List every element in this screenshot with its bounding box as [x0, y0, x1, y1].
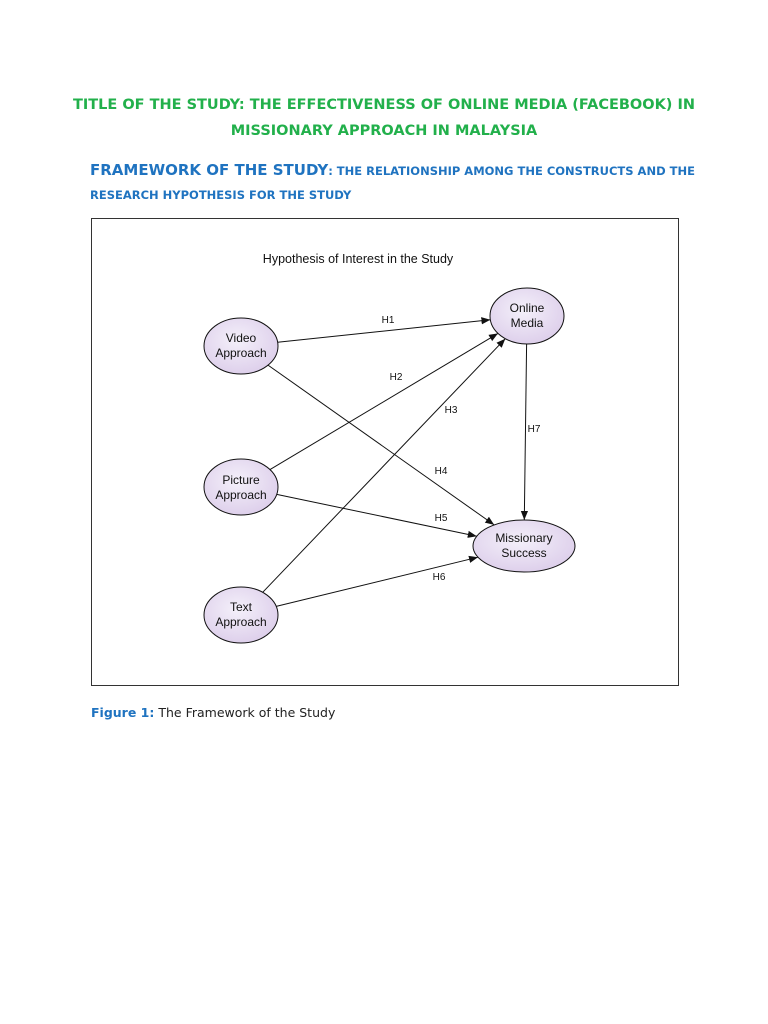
edge-label-h1: H1: [382, 315, 395, 326]
document-title: TITLE OF THE STUDY: THE EFFECTIVENESS OF…: [60, 92, 708, 144]
node-text-approach: Text Approach: [203, 586, 279, 644]
edge-h2: [269, 332, 499, 471]
svg-text:Approach: Approach: [215, 488, 266, 502]
svg-text:Online: Online: [510, 301, 545, 315]
svg-text:Picture: Picture: [222, 473, 260, 487]
svg-text:Success: Success: [501, 546, 546, 560]
framework-description-2: RESEARCH HYPOTHESIS FOR THE STUDY: [90, 188, 352, 202]
caption-label: Figure 1:: [91, 705, 155, 720]
node-online-media: Online Media: [489, 287, 565, 345]
framework-heading: FRAMEWORK OF THE STUDY: THE RELATIONSHIP…: [90, 158, 710, 207]
svg-text:Approach: Approach: [215, 346, 266, 360]
edge-h4: [267, 364, 495, 526]
framework-diagram: Hypothesis of Interest in the Study H1 H…: [203, 252, 576, 644]
title-line-1: TITLE OF THE STUDY: THE EFFECTIVENESS OF…: [72, 97, 696, 113]
svg-text:Missionary: Missionary: [495, 531, 552, 545]
figure-frame: Hypothesis of Interest in the Study H1 H…: [91, 218, 679, 686]
edge-h6: [276, 555, 479, 607]
node-missionary-success: Missionary Success: [472, 519, 576, 573]
figure-caption: Figure 1: The Framework of the Study: [91, 705, 335, 720]
edge-h5: [276, 493, 477, 538]
diagram-title: Hypothesis of Interest in the Study: [263, 252, 454, 266]
edge-label-h3: H3: [445, 405, 458, 416]
svg-text:Text: Text: [230, 600, 253, 614]
edge-label-h5: H5: [435, 513, 448, 524]
svg-text:Approach: Approach: [215, 615, 266, 629]
svg-text:Video: Video: [226, 331, 257, 345]
edge-labels: H1 H2 H3 H4 H5 H6 H7: [382, 315, 541, 583]
edge-h3: [262, 338, 506, 593]
framework-description-1: : THE RELATIONSHIP AMONG THE CONSTRUCTS …: [328, 164, 695, 178]
caption-text: The Framework of the Study: [154, 705, 336, 720]
edge-h1: [277, 317, 491, 343]
edge-label-h2: H2: [390, 372, 403, 383]
edge-h7: [520, 343, 529, 521]
edge-label-h6: H6: [433, 572, 446, 583]
edge-label-h7: H7: [528, 424, 541, 435]
edges-layer: [262, 317, 529, 607]
svg-text:Media: Media: [511, 316, 544, 330]
edge-label-h4: H4: [435, 466, 448, 477]
title-line-2: MISSIONARY APPROACH IN MALAYSIA: [230, 123, 538, 139]
node-video-approach: Video Approach: [203, 317, 279, 375]
framework-label: FRAMEWORK OF THE STUDY: [90, 161, 329, 179]
node-picture-approach: Picture Approach: [203, 458, 279, 516]
